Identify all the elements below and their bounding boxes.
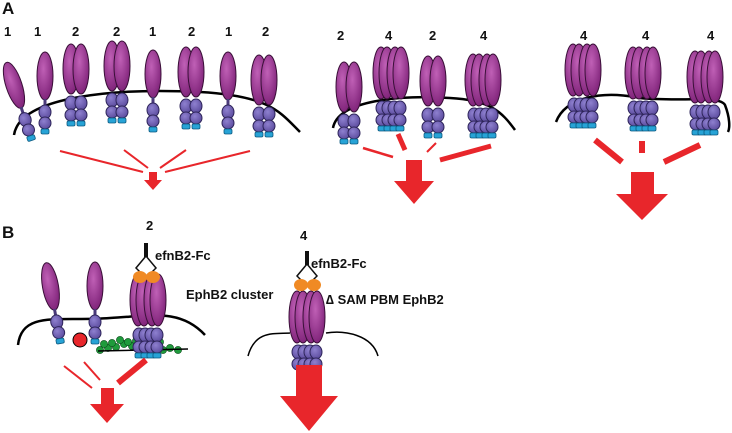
adaptor-bead bbox=[108, 339, 116, 347]
count-label: 1 bbox=[149, 24, 156, 39]
receptor-monomer bbox=[41, 262, 66, 345]
receptor-tetramer bbox=[686, 50, 724, 136]
adaptor-bead bbox=[166, 344, 174, 352]
ligand-efnb2-fc-left bbox=[133, 243, 160, 283]
count-row-group-3: 4 4 4 bbox=[580, 28, 715, 43]
arrow-head-b-left bbox=[90, 388, 124, 423]
mutant-label: ∆ SAM PBM EphB2 bbox=[326, 292, 444, 307]
receptor-group-b-left bbox=[41, 261, 167, 359]
count-row-group-2: 2 4 2 4 bbox=[337, 28, 488, 43]
count-label-b-left: 2 bbox=[146, 218, 153, 233]
receptor-tetramer bbox=[129, 273, 167, 359]
receptor-group-b-right bbox=[288, 290, 326, 371]
adaptor-bead bbox=[124, 338, 132, 346]
receptor-dimer bbox=[103, 40, 131, 124]
count-label: 2 bbox=[337, 28, 344, 43]
membrane-b2 bbox=[247, 331, 379, 357]
count-label: 1 bbox=[4, 24, 11, 39]
signal-arrow-medium bbox=[362, 132, 492, 163]
receptor-dimer bbox=[335, 61, 363, 145]
receptor-monomer bbox=[36, 51, 54, 135]
cluster-label: EphB2 cluster bbox=[186, 287, 273, 302]
signal-arrow-strong bbox=[593, 137, 702, 165]
signal-arrow-b-left bbox=[63, 357, 148, 389]
count-label: 4 bbox=[580, 28, 588, 43]
adaptor-bead bbox=[116, 336, 124, 344]
receptor-tetramer bbox=[288, 290, 326, 371]
signaling-molecule-dot bbox=[72, 332, 88, 348]
receptor-monomer bbox=[2, 61, 36, 142]
receptor-tetramer bbox=[464, 53, 502, 139]
count-label: 1 bbox=[225, 24, 232, 39]
receptor-group-1 bbox=[2, 40, 278, 142]
arrow-head-medium bbox=[394, 160, 434, 204]
receptor-dimer bbox=[177, 46, 205, 130]
ligand-label-right: efnB2-Fc bbox=[311, 256, 367, 271]
receptor-dimer bbox=[250, 54, 278, 138]
arrow-head-weak bbox=[144, 172, 162, 190]
receptor-dimer bbox=[62, 43, 90, 127]
count-label: 2 bbox=[188, 24, 195, 39]
count-label: 4 bbox=[480, 28, 488, 43]
receptor-monomer bbox=[144, 49, 162, 133]
count-label-b-right: 4 bbox=[300, 228, 308, 243]
adaptor-bead bbox=[100, 340, 108, 348]
arrow-head-strong bbox=[616, 172, 668, 220]
count-label: 4 bbox=[385, 28, 393, 43]
receptor-group-3 bbox=[564, 43, 724, 136]
signal-arrow-weak bbox=[59, 149, 251, 173]
ligand-label-left: efnB2-Fc bbox=[155, 248, 211, 263]
ligand-efnb2-fc-right bbox=[294, 251, 321, 291]
receptor-dimer bbox=[419, 55, 447, 139]
membrane-b1 bbox=[16, 314, 206, 346]
receptor-tetramer bbox=[564, 43, 602, 129]
count-label: 4 bbox=[707, 28, 715, 43]
count-row-group-1: 1 1 2 2 1 2 1 2 bbox=[4, 24, 269, 39]
count-label: 2 bbox=[72, 24, 79, 39]
panel-a-label: A bbox=[2, 0, 14, 18]
receptor-monomer bbox=[86, 261, 104, 345]
count-label: 4 bbox=[642, 28, 650, 43]
receptor-tetramer bbox=[372, 46, 410, 132]
count-label: 2 bbox=[262, 24, 269, 39]
adaptor-bead bbox=[96, 346, 104, 354]
receptor-monomer bbox=[219, 51, 237, 135]
receptor-group-2 bbox=[335, 46, 502, 145]
panel-b-label: B bbox=[2, 223, 14, 242]
receptor-tetramer bbox=[624, 46, 662, 132]
count-label: 2 bbox=[429, 28, 436, 43]
count-label: 1 bbox=[34, 24, 41, 39]
arrow-head-b-right bbox=[280, 365, 338, 431]
count-label: 2 bbox=[113, 24, 120, 39]
